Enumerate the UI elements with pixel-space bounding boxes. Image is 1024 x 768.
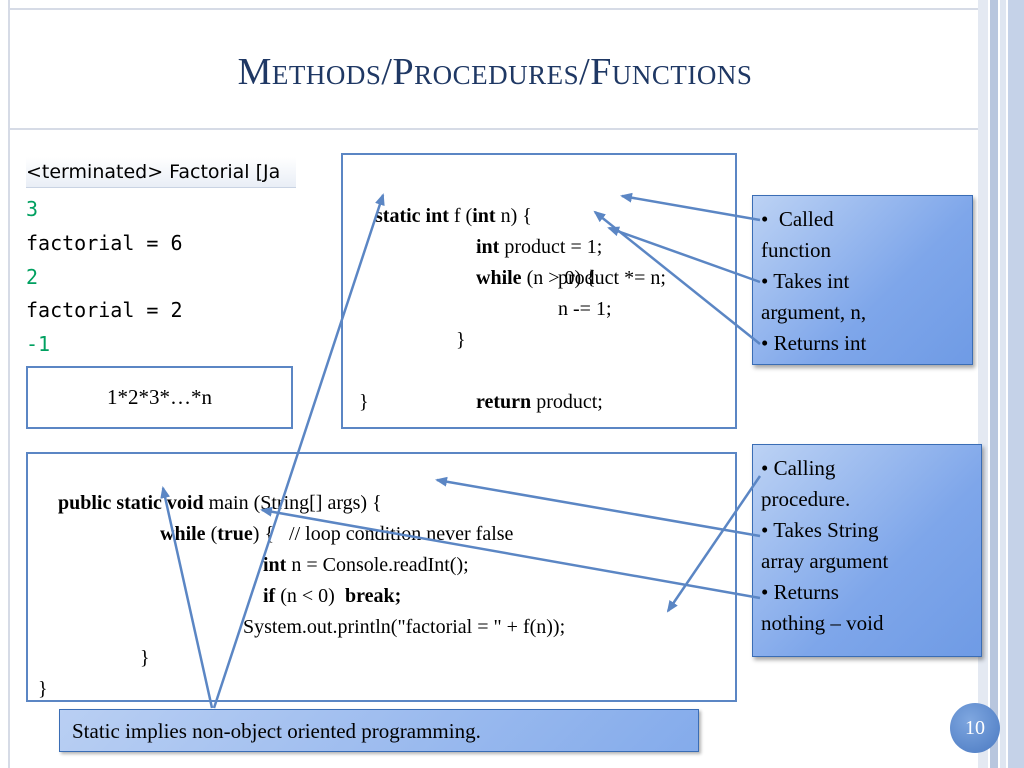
code-line: } [38, 678, 48, 700]
slide-title: Methods/Procedures/Functions [237, 51, 753, 93]
code-line: } [140, 647, 150, 669]
callout-line: • Called [761, 207, 834, 231]
right-stripe-1 [978, 0, 988, 768]
arrow-returns-void [260, 506, 761, 600]
static-note-box: Static implies non-object oriented progr… [59, 709, 699, 752]
page-number-badge: 10 [950, 703, 1000, 753]
code-line: } [456, 329, 466, 351]
callout-line: function [761, 238, 831, 262]
right-stripe-4 [1008, 0, 1024, 768]
left-frame-line [8, 0, 10, 768]
console-output: <terminated> Factorial [Ja 3 factorial =… [26, 157, 296, 357]
code-keyword: return [476, 391, 532, 413]
mid-frame-line [8, 128, 978, 130]
code-text: n) { [495, 205, 532, 227]
code-text: (n < 0) [275, 585, 335, 607]
code-line: } [359, 391, 369, 413]
code-keyword: static int [375, 205, 449, 227]
arrow-static-main [160, 486, 214, 709]
code-keyword: true [217, 523, 253, 545]
console-line: 3 [26, 197, 39, 221]
right-stripe-2 [990, 0, 998, 768]
console-line: -1 [26, 332, 51, 356]
code-keyword: if [263, 585, 276, 607]
arrow-int-argument [607, 226, 761, 284]
right-stripe-3 [1000, 0, 1006, 768]
callout-line: • Returns [761, 580, 839, 604]
function-code-box: static int f (int n) { int product = 1; … [341, 153, 737, 429]
callout-line: • Takes int [761, 269, 850, 293]
code-text: n = Console.readInt(); [286, 554, 469, 576]
callout-line: nothing – void [761, 611, 884, 635]
code-line: int product = 1; [456, 201, 602, 294]
code-line: return product; [456, 356, 603, 449]
code-keyword: int [263, 554, 287, 576]
callout-line: array argument [761, 549, 889, 573]
code-keyword: public static void [58, 492, 204, 514]
product-formula-box: 1*2*3*…*n [26, 366, 293, 429]
arrow-calling-procedure [666, 475, 762, 613]
code-text: product; [531, 391, 603, 413]
code-line: int n = Console.readInt(); [243, 519, 469, 612]
code-text: product = 1; [499, 236, 603, 258]
console-header: <terminated> Factorial [Ja [26, 157, 296, 188]
callout-line: • Returns int [761, 331, 867, 355]
procedure-callout: • Calling procedure. • Takes String arra… [752, 444, 982, 657]
code-text: f ( [448, 205, 473, 227]
top-frame-line [8, 8, 978, 10]
code-line: n -= 1; [558, 298, 612, 320]
arrow-called-function [620, 192, 761, 222]
arrow-returns-int [593, 210, 761, 345]
callout-line: procedure. [761, 487, 851, 511]
arrow-string-array [435, 476, 761, 538]
product-formula-text: 1*2*3*…*n [107, 385, 212, 409]
main-code-box: public static void main (String[] args) … [26, 452, 737, 702]
code-line: static int f (int n) { [355, 170, 532, 263]
console-line: factorial = 6 [26, 231, 183, 255]
code-keyword: int [476, 236, 500, 258]
code-text: (n > 0) { [521, 267, 596, 289]
static-note-text: Static implies non-object oriented progr… [72, 719, 481, 743]
callout-line: • Calling [761, 456, 836, 480]
callout-line: argument, n, [761, 300, 867, 324]
console-line: 2 [26, 265, 39, 289]
code-line: if (n < 0) [243, 550, 335, 643]
code-line: System.out.println("factorial = " + f(n)… [243, 616, 566, 638]
console-line: factorial = 2 [26, 298, 183, 322]
code-keyword: int [472, 205, 496, 227]
code-keyword: while [476, 267, 522, 289]
code-text: ( [205, 523, 218, 545]
arrow-static-function [212, 193, 385, 709]
function-callout: • Called function • Takes int argument, … [752, 195, 973, 365]
callout-line: • Takes String [761, 518, 879, 542]
code-line: while (n > 0) { [456, 232, 596, 325]
code-line: break; [345, 585, 402, 607]
code-line: product *= n; [558, 267, 666, 289]
